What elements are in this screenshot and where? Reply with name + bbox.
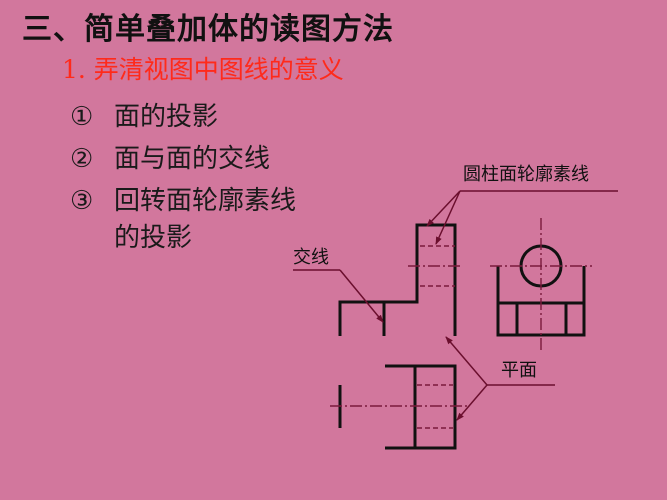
- item-number: ①: [70, 102, 94, 132]
- item-text: 回转面轮廓素线: [114, 186, 297, 216]
- side-view-centerlines: [490, 218, 592, 350]
- front-view-hidden-lines: [408, 245, 462, 287]
- leader-lines: [293, 190, 618, 421]
- item-number: ②: [70, 144, 94, 174]
- item-text: 面的投影: [114, 102, 219, 132]
- list-item-2: ② 面与面的交线: [70, 138, 270, 175]
- item-text: 面与面的交线: [114, 144, 271, 174]
- top-view-hidden-lines: [330, 384, 470, 429]
- list-item-3: ③ 回转面轮廓素线: [70, 180, 296, 217]
- label-plane: 平面: [501, 360, 537, 381]
- top-view: [338, 364, 457, 450]
- label-intersection-line: 交线: [293, 247, 329, 268]
- item-number: ③: [70, 186, 94, 216]
- label-cylinder-contour: 圆柱面轮廓素线: [463, 164, 589, 185]
- list-item-1: ① 面的投影: [70, 96, 218, 133]
- slide-title: 三、简单叠加体的读图方法: [22, 12, 394, 47]
- list-item-3-continuation: 的投影: [114, 223, 193, 253]
- slide-subtitle: 1. 弄清视图中图线的意义: [62, 55, 344, 84]
- front-view: [338, 223, 457, 336]
